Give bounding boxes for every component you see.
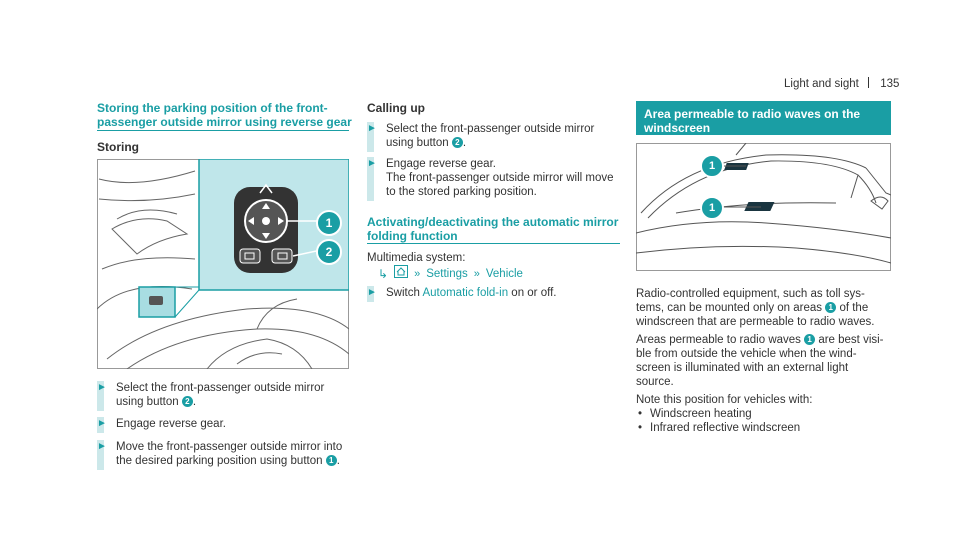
- storing-subheading: Storing: [97, 140, 139, 154]
- multimedia-label: Multimedia system:: [367, 252, 466, 264]
- arrow-icon: ►: [97, 382, 107, 393]
- title-rule: [367, 243, 620, 244]
- home-icon: [394, 265, 409, 282]
- para-line: screen is illuminated with an external l…: [636, 362, 849, 374]
- arrow-icon: ►: [367, 123, 377, 134]
- title-line-2: passenger outside mirror using reverse g…: [97, 115, 352, 129]
- band-line-2: windscreen: [644, 121, 711, 135]
- punct: .: [192, 396, 197, 408]
- step-engage-reverse-2: ► Engage reverse gear. The front-passeng…: [367, 157, 614, 201]
- ref-badge: 2: [181, 396, 193, 407]
- title-line-1: Activating/deactivating the automatic mi…: [367, 215, 619, 229]
- step-line: Engage reverse gear.: [116, 418, 226, 430]
- step-select-mirror-2: ► Select the front-passenger outside mir…: [367, 122, 594, 152]
- bullet-list: •Windscreen heating •Infrared reflective…: [636, 407, 800, 435]
- ref-badge: 1: [325, 455, 337, 466]
- step-line: Select the front-passenger outside mirro…: [116, 382, 325, 394]
- areas-paragraph: Areas permeable to radio waves 1 are bes…: [636, 333, 896, 389]
- para-line: Areas permeable to radio waves: [636, 334, 801, 346]
- list-item: •Windscreen heating: [638, 408, 752, 420]
- chevron-right-icon: »: [473, 267, 480, 280]
- arrow-icon: ►: [97, 418, 107, 429]
- page-number: 135: [880, 78, 900, 90]
- step-line: the desired parking position using butto…: [116, 455, 323, 467]
- return-arrow-icon: ↳: [378, 266, 389, 281]
- step-switch-fold-in: ► Switch Automatic fold-in on or off.: [367, 286, 556, 302]
- note-text: Note this position for vehicles with:: [636, 394, 813, 406]
- step-engage-reverse: ► Engage reverse gear.: [97, 417, 226, 433]
- step-bar: [97, 440, 104, 470]
- step-bar: [367, 122, 374, 152]
- step-select-mirror: ► Select the front-passenger outside mir…: [97, 381, 324, 411]
- title-line-2: folding function: [367, 229, 458, 243]
- step-bar: [367, 157, 374, 201]
- step-line: Engage reverse gear.: [386, 158, 496, 170]
- para-line: of the: [839, 302, 869, 314]
- step-text: Switch: [386, 287, 420, 299]
- arrow-icon: ►: [97, 441, 107, 452]
- automatic-fold-in-link[interactable]: Automatic fold-in: [422, 287, 509, 299]
- windscreen-illustration: 1 1: [635, 142, 892, 271]
- step-line: using button: [386, 137, 449, 149]
- step-bar: [97, 381, 104, 411]
- chevron-right-icon: »: [414, 267, 421, 280]
- nav-vehicle[interactable]: Vehicle: [485, 267, 523, 280]
- bullet-text: Infrared reflective windscreen: [650, 422, 801, 434]
- running-header: Light and sight 135: [784, 77, 899, 90]
- step-bar: [367, 286, 374, 302]
- para-line: windscreen that are permeable to radio w…: [636, 316, 875, 328]
- title-line-1: Storing the parking position of the fron…: [97, 101, 328, 115]
- para-line: Radio-controlled equipment, such as toll…: [636, 288, 865, 300]
- step-line: using button: [116, 396, 179, 408]
- punct: .: [462, 137, 467, 149]
- para-line: ble from outside the vehicle when the wi…: [636, 348, 857, 360]
- section-name: Light and sight: [784, 78, 859, 90]
- step-bar: [97, 417, 104, 433]
- ref-badge: 1: [804, 334, 816, 345]
- mirror-control-illustration: 1 2: [96, 158, 350, 370]
- para-line: are best visi-: [818, 334, 884, 346]
- callout-1: 1: [316, 210, 342, 236]
- title-rule: [97, 130, 349, 131]
- step-line: The front-passenger outside mirror will …: [386, 172, 614, 184]
- step-line: Select the front-passenger outside mirro…: [386, 123, 595, 135]
- ref-badge: 1: [825, 302, 837, 313]
- step-move-mirror: ► Move the front-passenger outside mirro…: [97, 440, 342, 470]
- nav-settings[interactable]: Settings: [426, 267, 468, 280]
- nav-path: ↳ » Settings » Vehicle: [378, 265, 523, 282]
- left-section-title: Storing the parking position of the fron…: [97, 101, 352, 129]
- radio-equipment-paragraph: Radio-controlled equipment, such as toll…: [636, 287, 896, 329]
- callout-1-upper: 1: [700, 154, 724, 178]
- step-line: to the stored parking position.: [386, 186, 537, 198]
- arrow-icon: ►: [367, 287, 377, 298]
- calling-up-subheading: Calling up: [367, 101, 425, 115]
- list-item: •Infrared reflective windscreen: [638, 422, 801, 434]
- ref-badge: 2: [451, 137, 463, 148]
- step-line: Move the front-passenger outside mirror …: [116, 441, 343, 453]
- auto-fold-section-title: Activating/deactivating the automatic mi…: [367, 215, 618, 243]
- para-line: tems, can be mounted only on areas: [636, 302, 823, 314]
- radio-waves-band: Area permeable to radio waves on the win…: [636, 101, 891, 135]
- band-line-1: Area permeable to radio waves on the: [644, 107, 861, 121]
- step-text: on or off.: [511, 287, 557, 299]
- para-line: source.: [636, 376, 674, 388]
- bullet-text: Windscreen heating: [650, 408, 752, 420]
- arrow-icon: ►: [367, 158, 377, 169]
- punct: .: [336, 455, 340, 467]
- callout-2: 2: [316, 239, 342, 265]
- callout-1-lower: 1: [700, 196, 724, 220]
